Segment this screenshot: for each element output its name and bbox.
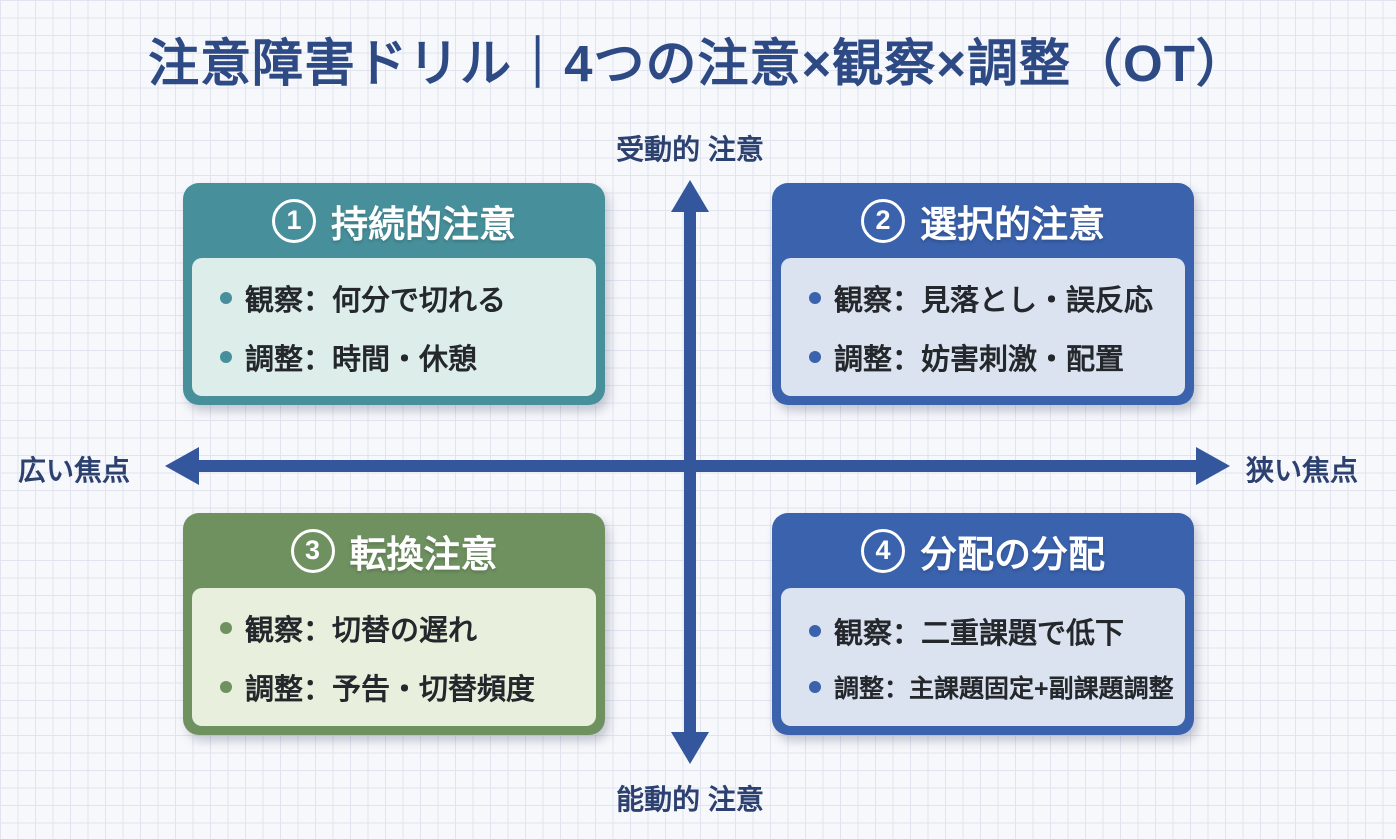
- bullet-text: 調整：予告・切替頻度: [245, 673, 536, 706]
- axis-label-active-attention: 能動的 注意: [616, 784, 764, 815]
- card-title: 選択的注意: [920, 203, 1105, 245]
- card-title: 分配の分配: [920, 533, 1105, 575]
- arrow-right-icon: [1196, 447, 1230, 485]
- quadrant-card-selective-attention: 2 選択的注意 観察：見落とし・誤反応 調整：妨害刺激・配置: [772, 183, 1194, 405]
- axis-label-passive-attention: 受動的 注意: [616, 134, 764, 165]
- quadrant-card-alternating-attention: 3 転換注意 観察：切替の遅れ 調整：予告・切替頻度: [183, 513, 605, 735]
- quadrant-card-divided-attention: 4 分配の分配 観察：二重課題で低下 調整：主課題固定+副課題調整: [772, 513, 1194, 735]
- bullet-text: 調整：主課題固定+副課題調整: [834, 674, 1174, 703]
- bullet-dot-icon: [220, 621, 232, 634]
- bullet-dot-icon: [809, 291, 821, 304]
- card-header: 3 転換注意: [183, 513, 605, 588]
- circled-number-badge: 2: [861, 198, 905, 243]
- quadrant-card-sustained-attention: 1 持続的注意 観察：何分で切れる 調整：時間・休憩: [183, 183, 605, 405]
- card-header: 2 選択的注意: [772, 183, 1194, 258]
- card-header: 4 分配の分配: [772, 513, 1194, 588]
- vertical-axis-line: [684, 206, 696, 738]
- bullet-item: 調整：予告・切替頻度: [220, 666, 596, 708]
- bullet-dot-icon: [220, 680, 232, 693]
- card-title: 転換注意: [349, 533, 498, 575]
- bullet-item: 観察：切替の遅れ: [220, 607, 596, 649]
- circled-number-badge: 3: [290, 528, 335, 573]
- arrow-left-icon: [165, 447, 199, 485]
- bullet-dot-icon: [809, 680, 821, 693]
- arrow-up-icon: [671, 180, 709, 212]
- bullet-text: 観察：二重課題で低下: [834, 617, 1125, 650]
- card-title: 持続的注意: [331, 203, 516, 245]
- arrow-down-icon: [671, 732, 709, 764]
- card-body: 観察：二重課題で低下 調整：主課題固定+副課題調整: [781, 588, 1185, 726]
- card-header: 1 持続的注意: [183, 183, 605, 258]
- bullet-item: 調整：妨害刺激・配置: [809, 336, 1185, 378]
- page-title: 注意障害ドリル｜4つの注意×観察×調整（OT）: [148, 35, 1248, 92]
- axis-label-wide-focus: 広い焦点: [18, 455, 131, 486]
- bullet-item: 観察：何分で切れる: [220, 277, 596, 319]
- bullet-dot-icon: [809, 350, 821, 363]
- bullet-text: 観察：見落とし・誤反応: [834, 284, 1154, 317]
- bullet-text: 調整：妨害刺激・配置: [834, 343, 1125, 376]
- bullet-item: 調整：主課題固定+副課題調整: [809, 669, 1185, 705]
- bullet-dot-icon: [220, 350, 232, 363]
- bullet-item: 観察：二重課題で低下: [809, 610, 1185, 652]
- bullet-dot-icon: [220, 291, 232, 304]
- bullet-dot-icon: [809, 624, 821, 637]
- card-body: 観察：何分で切れる 調整：時間・休憩: [192, 258, 596, 396]
- horizontal-axis-line: [194, 460, 1200, 472]
- card-body: 観察：切替の遅れ 調整：予告・切替頻度: [192, 588, 596, 726]
- bullet-text: 調整：時間・休憩: [245, 343, 478, 376]
- bullet-text: 観察：何分で切れる: [245, 284, 507, 317]
- circled-number-badge: 1: [272, 198, 316, 243]
- axis-label-narrow-focus: 狭い焦点: [1246, 455, 1359, 486]
- bullet-item: 調整：時間・休憩: [220, 336, 596, 378]
- bullet-text: 観察：切替の遅れ: [245, 614, 478, 647]
- bullet-item: 観察：見落とし・誤反応: [809, 277, 1185, 319]
- card-body: 観察：見落とし・誤反応 調整：妨害刺激・配置: [781, 258, 1185, 396]
- circled-number-badge: 4: [861, 528, 905, 573]
